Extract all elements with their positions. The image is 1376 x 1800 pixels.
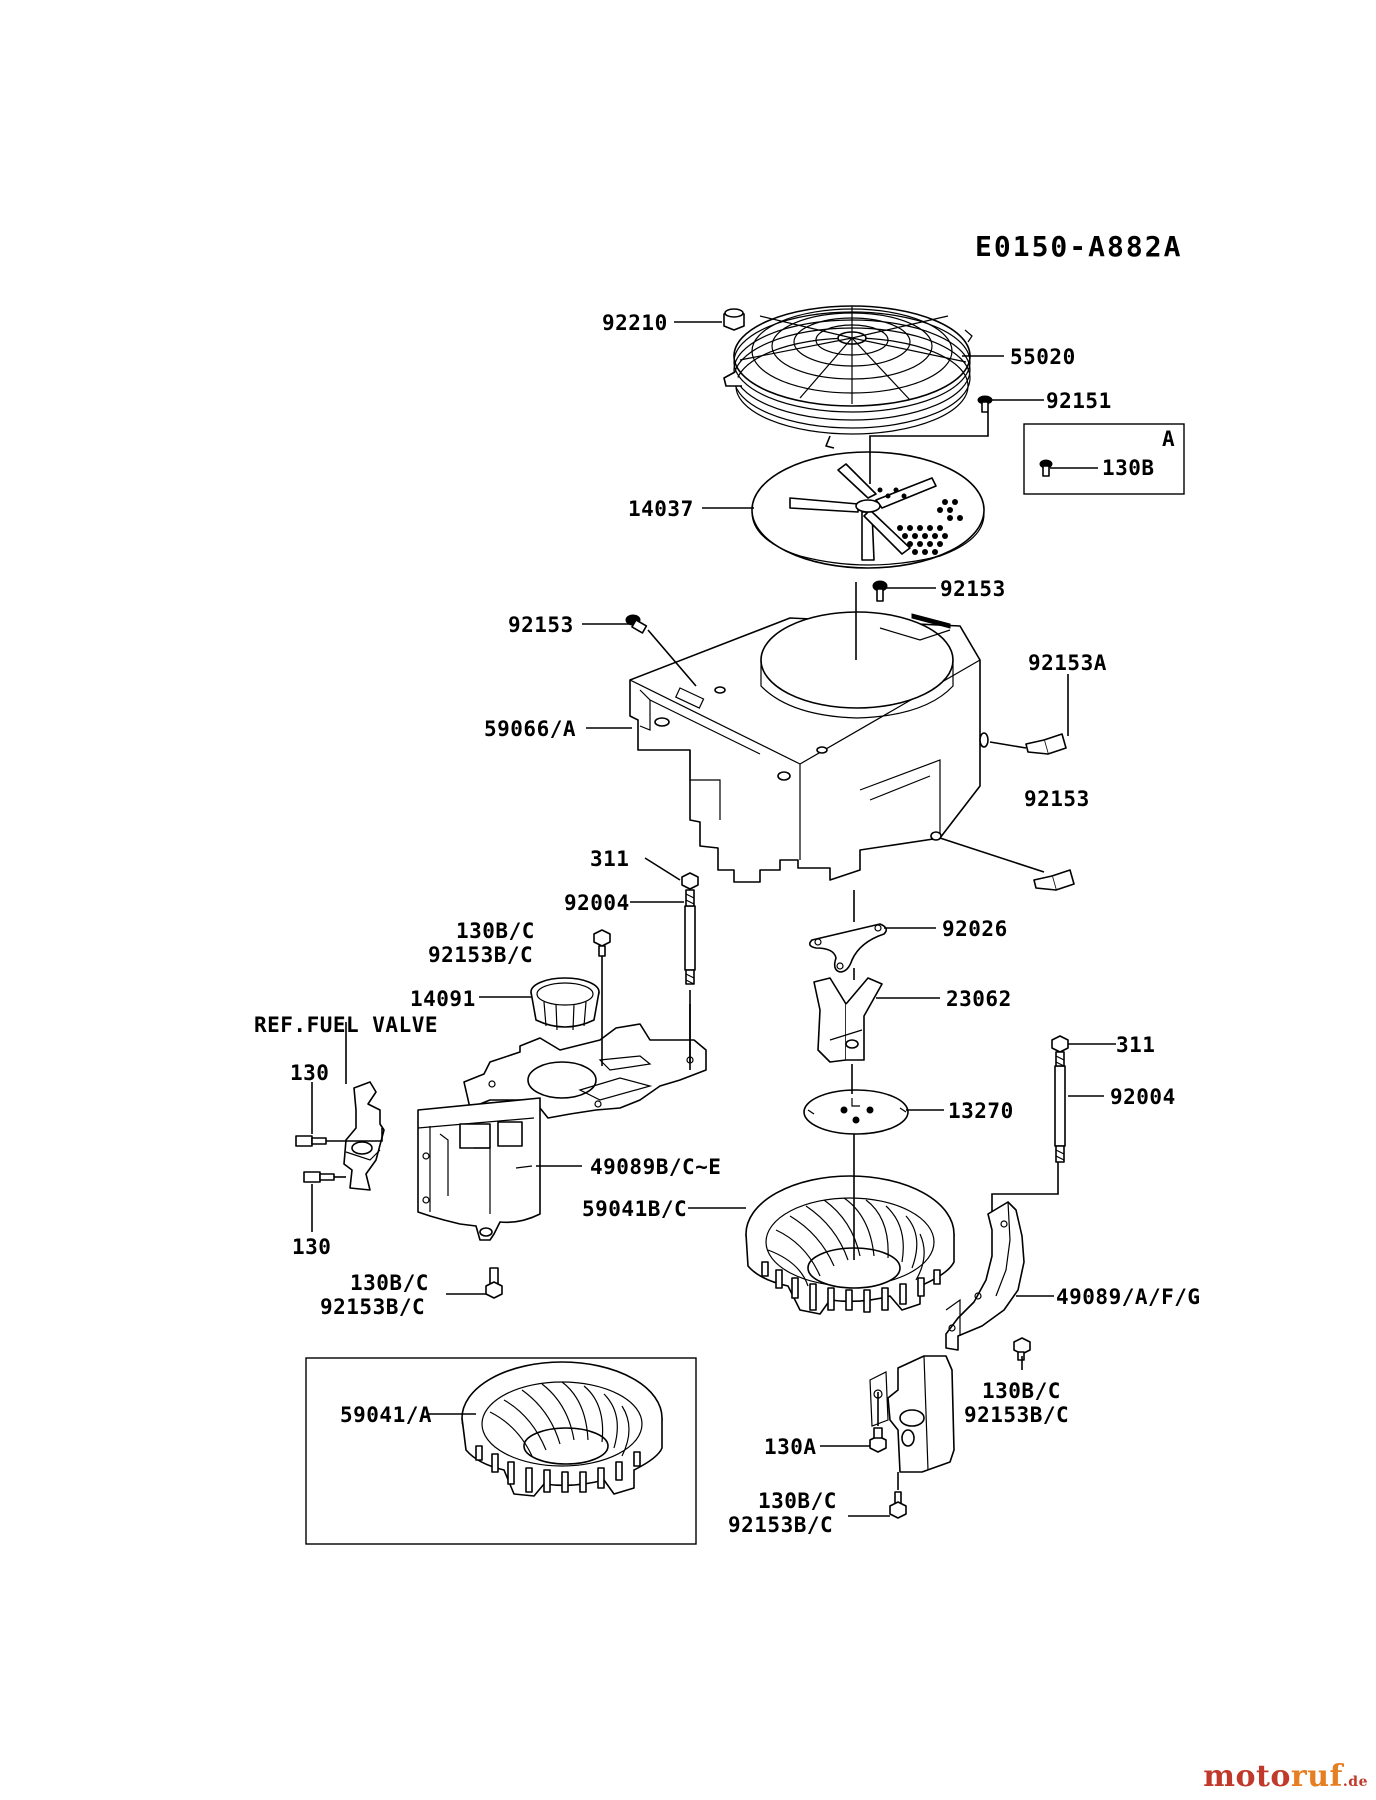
shroud-49089bce [417,1023,707,1241]
label-130-top: 130 [290,1061,329,1085]
bolt-130bc-right [1013,1337,1031,1361]
stud-92004-left [681,872,699,985]
label-130a: 130A [764,1435,817,1459]
flywheel-fins-outer [761,1261,941,1313]
bracket-23062 [813,977,883,1063]
plate-13270 [803,1089,909,1135]
label-92153bc-right: 92153B/C [964,1403,1069,1427]
bolt-92153A [1025,733,1067,755]
label-92153bc-top: 92153B/C [428,943,533,967]
inset-a-letter: A [1162,427,1175,451]
label-92153-right: 92153 [1024,787,1090,811]
label-ref-fuel-valve: REF.FUEL VALVE [254,1013,438,1037]
label-130bc-top: 130B/C [456,919,535,943]
label-59041bc: 59041B/C [582,1197,687,1221]
shroud-49089afg [945,1201,1025,1351]
label-130bc-bottom: 130B/C [758,1489,837,1513]
label-130bc-right: 130B/C [982,1379,1061,1403]
label-130-bottom: 130 [292,1235,331,1259]
bolt-130a [869,1427,887,1453]
label-92153A: 92153A [1028,651,1107,675]
label-92153bc-mid: 92153B/C [320,1295,425,1319]
label-14091: 14091 [410,987,476,1011]
bolt-130bc-mid [485,1267,503,1299]
label-92026: 92026 [942,917,1008,941]
inset-box-59041a [305,1357,697,1545]
label-23062: 23062 [946,987,1012,1011]
label-49089bce: 49089B/C~E [590,1155,721,1179]
label-92004-right: 92004 [1110,1085,1176,1109]
stud-92004-right [1051,1035,1069,1163]
inset-a-part-label: 130B [1102,456,1155,480]
watermark-logo: motoruf.de [1203,1759,1368,1794]
fuel-valve-bracket [343,1081,385,1191]
label-14037: 14037 [628,497,694,521]
label-59041a: 59041/A [340,1403,432,1427]
label-13270: 13270 [948,1099,1014,1123]
gasket-92026 [808,923,888,973]
watermark-part1: moto [1203,1759,1291,1794]
bolt-130-bottom [303,1171,335,1183]
fan-plate-14037 [751,451,985,569]
fan-screen-55020 [723,305,973,449]
bolt-92153-right [1033,869,1075,891]
watermark-suffix: .de [1342,1774,1368,1790]
bolt-92151 [977,395,993,413]
watermark-part2: ruf [1290,1759,1343,1794]
label-92153bc-bottom: 92153B/C [728,1513,833,1537]
flywheel-fan-59041a [461,1361,663,1497]
inset-box-a [1023,423,1185,495]
blower-housing-59066-a [629,611,989,883]
label-92210: 92210 [602,311,668,335]
shroud-lower [869,1355,955,1473]
bolt-130-top [295,1135,327,1147]
label-92004-left: 92004 [564,891,630,915]
label-311-right: 311 [1116,1033,1155,1057]
flywheel-fan-59041bc [745,1175,955,1315]
diagram-code: E0150-A882A [975,230,1182,263]
label-92153-top: 92153 [940,577,1006,601]
bolt-92153-left [625,614,648,634]
label-55020: 55020 [1010,345,1076,369]
bolt-130bc-top [593,929,611,957]
label-311-left: 311 [590,847,629,871]
label-130bc-mid: 130B/C [350,1271,429,1295]
label-92153-left: 92153 [508,613,574,637]
bolt-130bc-bottom [889,1491,907,1519]
grommet-14091 [530,977,600,1031]
label-49089afg: 49089/A/F/G [1056,1285,1201,1309]
bolt-130b-inset [1039,459,1053,477]
label-59066-a: 59066/A [484,717,576,741]
bolt-92153-top [872,580,888,602]
leader-lines [311,321,1116,1517]
label-92151: 92151 [1046,389,1112,413]
fan-plate-mesh [877,487,963,555]
nut-92210 [723,308,745,331]
